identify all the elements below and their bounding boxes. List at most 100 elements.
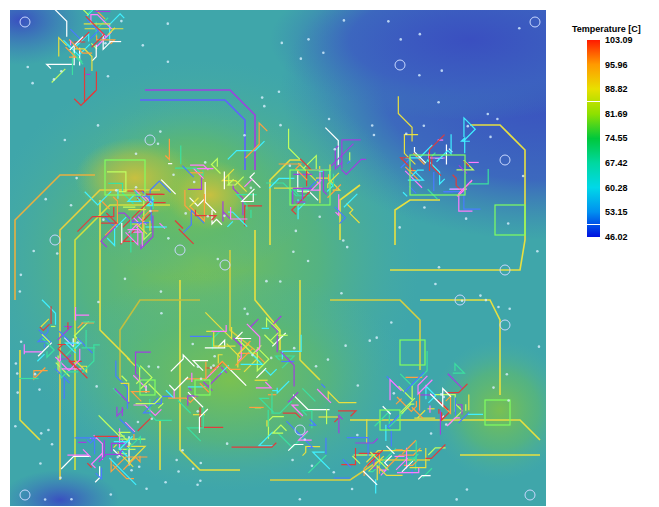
legend-entry: 95.96: [587, 52, 657, 77]
pcb-trace: [279, 164, 308, 180]
pcb-trace: [51, 326, 56, 327]
via: [263, 105, 266, 108]
via: [357, 384, 360, 387]
legend-value: 95.96: [605, 60, 628, 70]
pcb-trace: [205, 312, 231, 338]
via: [166, 22, 169, 25]
pcb-trace: [410, 448, 426, 468]
pcb-trace: [116, 361, 128, 409]
pcb-trace: [302, 388, 315, 401]
pcb-trace: [165, 139, 169, 160]
via: [293, 347, 296, 350]
pcb-trace: [66, 343, 81, 353]
pcb-trace: [317, 389, 331, 403]
pcb-trace: [75, 438, 96, 443]
pcb-trace: [96, 468, 102, 479]
pcb-trace: [404, 135, 418, 165]
pcb-trace: [38, 327, 50, 342]
pcb-trace: [194, 169, 214, 179]
pcb-trace: [418, 376, 432, 394]
pcb-trace: [188, 387, 191, 390]
pcb-trace: [64, 378, 65, 399]
pcb-trace: [127, 358, 135, 366]
pcb-trace: [233, 338, 241, 346]
via: [311, 465, 314, 468]
pcb-trace: [119, 436, 133, 457]
pcb-trace: [191, 373, 192, 382]
pcb-trace: [206, 331, 235, 346]
pcb-trace: [273, 425, 287, 433]
via: [368, 339, 371, 342]
pcb-trace: [222, 169, 246, 192]
pcb-trace: [190, 165, 208, 170]
via: [149, 210, 152, 213]
pcb-trace: [343, 459, 351, 467]
chip-outline: [400, 340, 425, 365]
via: [423, 124, 426, 127]
pcb-trace: [75, 49, 92, 71]
via: [356, 434, 359, 437]
pcb-trace: [308, 455, 326, 473]
via: [32, 250, 35, 253]
pcb-trace: [190, 336, 212, 337]
legend-title: Temperature [C]: [572, 24, 641, 34]
pcb-trace: [102, 201, 110, 209]
mounting-hole: [530, 17, 540, 27]
via: [340, 292, 343, 295]
pcb-trace: [140, 100, 245, 170]
pcb-trace: [390, 379, 401, 400]
via: [373, 134, 376, 137]
pcb-trace: [149, 221, 150, 231]
via: [213, 355, 216, 358]
via: [328, 118, 331, 121]
legend-value: 60.28: [605, 183, 628, 193]
chip-outline: [410, 155, 465, 195]
pcb-trace: [266, 420, 267, 426]
via: [522, 175, 525, 178]
legend-value: 88.82: [605, 84, 628, 94]
via: [115, 189, 118, 192]
via: [44, 498, 47, 501]
pcb-trace: [307, 170, 327, 195]
pcb-trace: [347, 160, 350, 163]
legend-value: 81.69: [605, 109, 628, 119]
pcb-trace: [402, 440, 416, 454]
color-swatch: [587, 225, 600, 237]
pcb-trace: [398, 96, 412, 141]
via: [44, 198, 47, 201]
pcb-trace: [132, 392, 150, 402]
mounting-hole: [20, 17, 30, 27]
pcb-trace: [272, 393, 292, 413]
via: [405, 132, 408, 135]
via: [270, 357, 273, 360]
pcb-trace: [328, 392, 356, 403]
pcb-trace: [294, 190, 309, 195]
mounting-hole: [50, 235, 60, 245]
pcb-trace: [293, 188, 312, 200]
color-swatch: [587, 151, 600, 176]
via: [485, 299, 488, 302]
pcb-trace: [159, 223, 165, 229]
pcb-trace: [390, 125, 525, 270]
via: [181, 449, 184, 452]
via: [167, 61, 170, 64]
pcb-trace: [85, 28, 124, 29]
via: [279, 124, 282, 127]
via: [299, 498, 302, 501]
via: [489, 136, 492, 139]
pcb-trace: [85, 68, 96, 102]
pcb-trace: [335, 207, 346, 224]
pcb-trace: [309, 419, 316, 425]
pcb-trace: [188, 178, 202, 190]
pcb-trace: [242, 189, 255, 202]
legend-entry: 46.02: [587, 225, 657, 250]
pcb-trace: [428, 189, 438, 199]
pcb-trace: [363, 471, 377, 485]
via: [289, 164, 292, 167]
pcb-trace: [161, 180, 175, 194]
pcb-trace: [20, 350, 40, 440]
pcb-trace: [200, 383, 209, 392]
pcb-trace: [328, 174, 329, 181]
pcb-trace: [130, 218, 131, 253]
pcb-trace: [136, 367, 139, 384]
